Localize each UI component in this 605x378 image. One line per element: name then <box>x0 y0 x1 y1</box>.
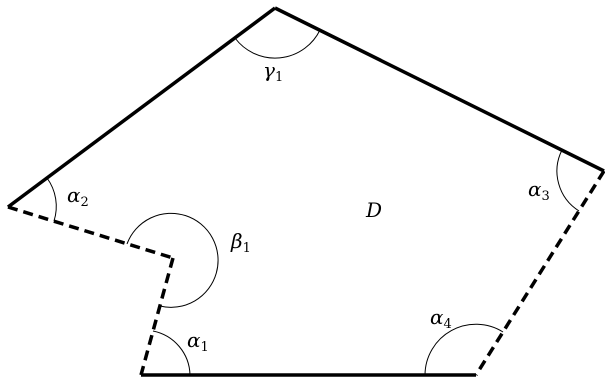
angle-arc-gamma1 <box>234 29 321 59</box>
angle-arc-alpha1 <box>152 330 191 376</box>
angle-label-gamma1: γ1 <box>263 58 283 85</box>
edge-notch-dashed <box>139 257 175 376</box>
angle-arc-alpha2 <box>46 177 57 222</box>
angle-arc-beta1 <box>126 212 219 308</box>
angle-label-alpha3: α3 <box>528 177 550 204</box>
angle-arc-alpha4 <box>424 323 504 376</box>
angle-label-alpha4: α4 <box>430 305 452 332</box>
angle-label-alpha1: α1 <box>187 328 209 355</box>
angle-label-alpha2: α2 <box>67 183 89 210</box>
edge-right-dashed <box>474 170 605 376</box>
angle-label-beta1: β1 <box>230 229 251 256</box>
edge-left-dashed <box>7 205 174 260</box>
edge-right-top <box>274 6 605 173</box>
edge-left-top <box>6 6 277 209</box>
region-label: D <box>365 198 382 222</box>
angle-arc-alpha3 <box>556 149 580 212</box>
